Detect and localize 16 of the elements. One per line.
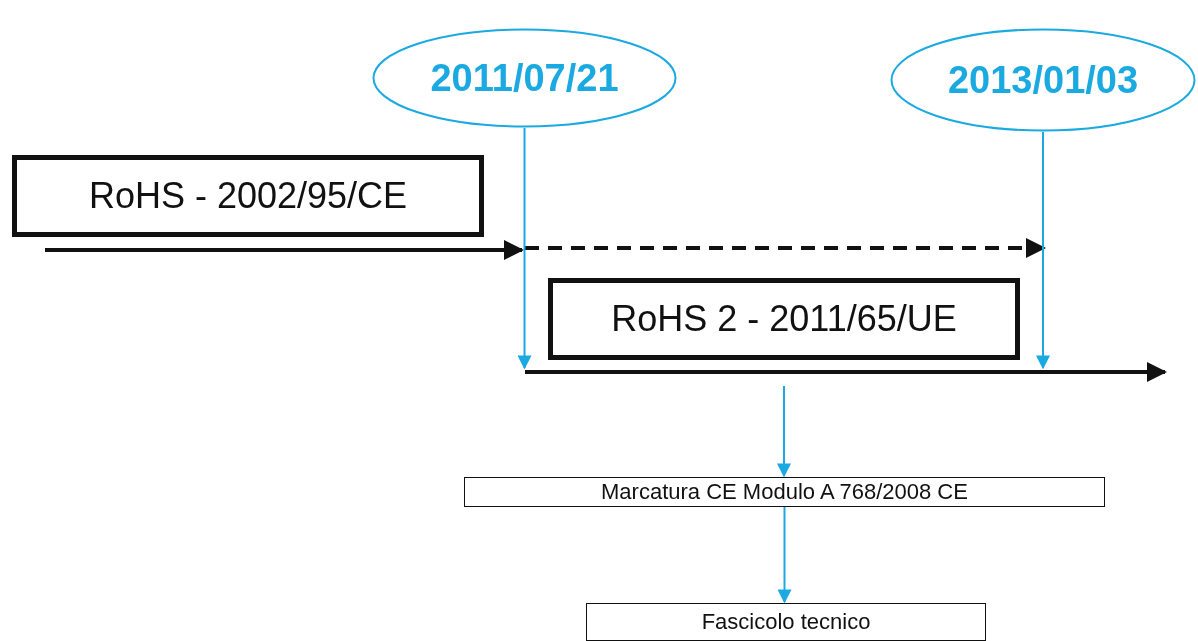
- date-label: 2011/07/21: [430, 56, 619, 100]
- directive-box: [548, 278, 1020, 360]
- process-box: [586, 603, 986, 641]
- node-label: RoHS 2 - 2011/65/UE: [611, 298, 957, 340]
- date-ellipse: [890, 28, 1196, 132]
- date-ellipse: [372, 28, 677, 128]
- node-label: RoHS - 2002/95/CE: [88, 175, 408, 217]
- node-label: Marcatura CE Modulo A 768/2008 CE: [601, 479, 968, 505]
- arrow: [1036, 131, 1050, 370]
- arrow: [777, 506, 792, 604]
- arrow: [777, 385, 791, 478]
- date-label: 2013/01/03: [947, 58, 1139, 102]
- directive-box: [12, 155, 484, 237]
- node-label: Fascicolo tecnico: [701, 609, 871, 635]
- arrow: [517, 127, 532, 370]
- process-box: [464, 477, 1105, 507]
